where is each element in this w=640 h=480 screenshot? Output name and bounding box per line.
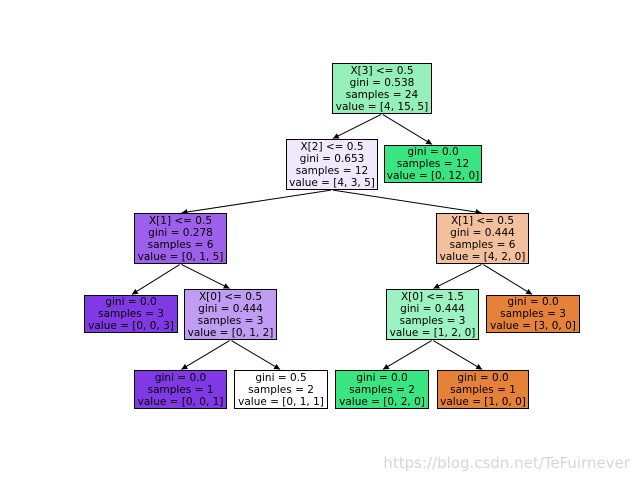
- node-text-line: value = [0, 1, 2]: [187, 326, 274, 339]
- node-text-line: gini = 0.0: [407, 146, 459, 158]
- node-text-line: samples = 6: [147, 238, 214, 251]
- node-text-line: samples = 24: [345, 88, 419, 101]
- node-text-line: value = [0, 1, 1]: [238, 395, 324, 408]
- tree-edges: [131, 113, 533, 370]
- node-text-line: samples = 12: [396, 158, 470, 170]
- tree-edge-n0-n2: [382, 114, 433, 145]
- tree-edge-n7-n11: [382, 340, 432, 370]
- node-text-line: gini = 0.444: [450, 226, 515, 239]
- node-text-line: gini = 0.0: [105, 296, 157, 308]
- node-text-line: gini = 0.538: [349, 76, 415, 89]
- node-text-line: X[3] <= 0.5: [350, 64, 414, 77]
- node-text-line: value = [1, 0, 0]: [440, 395, 526, 408]
- node-text-line: value = [0, 0, 1]: [137, 395, 224, 408]
- tree-edge-n4-n8: [483, 264, 533, 295]
- node-text-line: value = [0, 0, 3]: [88, 320, 174, 332]
- node-text-line: samples = 1: [147, 383, 214, 396]
- node-text-line: gini = 0.0: [356, 371, 408, 384]
- node-text-line: value = [1, 2, 0]: [389, 326, 476, 339]
- node-text-line: gini = 0.5: [255, 371, 307, 384]
- watermark-text: https://blog.csdn.net/TeFuirnever: [383, 454, 630, 472]
- node-text-line: value = [4, 3, 5]: [289, 176, 375, 189]
- node-text-line: value = [0, 12, 0]: [386, 170, 480, 182]
- node-text-line: samples = 3: [500, 308, 566, 320]
- node-text-line: gini = 0.653: [299, 152, 365, 165]
- node-text-line: value = [0, 1, 5]: [137, 250, 224, 263]
- tree-edge-n4-n7: [433, 263, 482, 290]
- node-text-line: value = [0, 2, 0]: [339, 395, 425, 408]
- node-text-line: samples = 3: [197, 314, 264, 327]
- node-text-line: X[1] <= 0.5: [148, 214, 213, 227]
- tree-edge-n0-n1: [332, 113, 382, 139]
- node-text-line: value = [3, 0, 0]: [490, 320, 576, 332]
- node-text-line: samples = 3: [98, 308, 164, 320]
- node-text-line: X[1] <= 0.5: [450, 214, 515, 227]
- node-text-line: gini = 0.278: [148, 226, 213, 239]
- node-text-line: samples = 6: [449, 238, 516, 251]
- node-text-line: samples = 3: [399, 314, 466, 327]
- tree-edge-n1-n4: [332, 189, 482, 215]
- node-text-line: gini = 0.444: [400, 302, 465, 315]
- tree-edge-n3-n5: [131, 264, 180, 295]
- node-text-line: gini = 0.444: [198, 302, 263, 315]
- node-text-line: gini = 0.0: [507, 296, 559, 308]
- tree-edge-n6-n9: [181, 340, 230, 370]
- tree-edge-n3-n6: [181, 263, 230, 290]
- node-text-line: gini = 0.0: [154, 371, 207, 384]
- tree-edge-n1-n3: [181, 189, 332, 215]
- node-text-line: samples = 12: [295, 164, 369, 177]
- node-text-line: samples = 2: [248, 383, 314, 396]
- node-text-line: X[0] <= 1.5: [400, 290, 465, 303]
- node-text-line: value = [4, 15, 5]: [335, 100, 429, 113]
- node-text-line: X[0] <= 0.5: [198, 290, 263, 303]
- tree-edge-n7-n12: [433, 340, 483, 370]
- node-text-line: value = [4, 2, 0]: [439, 250, 526, 263]
- tree-edge-n6-n10: [231, 340, 281, 370]
- node-text-line: X[2] <= 0.5: [300, 140, 364, 153]
- node-text-line: gini = 0.0: [457, 371, 509, 384]
- node-text-line: samples = 1: [450, 383, 516, 396]
- node-text-line: samples = 2: [349, 383, 415, 396]
